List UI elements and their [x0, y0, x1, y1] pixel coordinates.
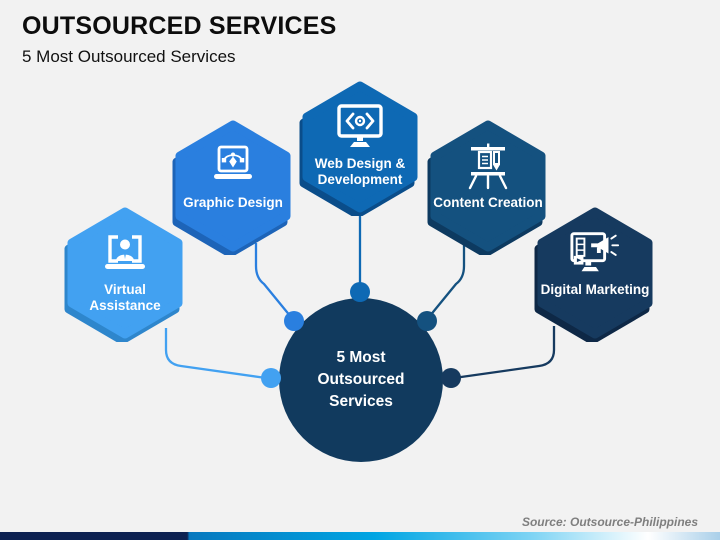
source-note: Source: Outsource-Philippines — [521, 515, 698, 529]
laptop-pen-tool-icon — [207, 142, 259, 190]
monitor-code-icon — [334, 103, 386, 151]
monitor-megaphone-icon — [569, 229, 621, 277]
hexagon-shape — [67, 207, 183, 339]
node-web-design-development: Web Design & Development — [297, 78, 423, 216]
easel-document-icon — [462, 142, 514, 190]
laptop-user-icon — [99, 229, 151, 277]
hexagon-shape — [537, 207, 653, 339]
node-virtual-assistance: Virtual Assistance — [62, 204, 188, 342]
dot-virtual-assistance — [261, 368, 281, 388]
node-label: Content Creation — [433, 195, 543, 210]
center-circle-shape — [279, 298, 443, 462]
node-label: Digital Marketing — [540, 282, 650, 297]
center-node: 5 Most Outsourced Services — [279, 298, 443, 462]
slide-subtitle: 5 Most Outsourced Services — [22, 47, 236, 66]
node-label: Graphic Design — [183, 195, 283, 210]
node-graphic-design: Graphic Design — [170, 117, 296, 255]
node-digital-marketing: Digital Marketing — [532, 204, 658, 342]
hexagon-shape — [175, 120, 291, 252]
node-label: Virtual Assistance — [89, 282, 161, 314]
dot-digital-marketing — [441, 368, 461, 388]
footer-gradient-bar — [0, 532, 720, 540]
center-node-label: 5 Most Outsourced Services — [317, 349, 405, 410]
node-label: Web Design & Development — [314, 156, 406, 188]
node-content-creation: Content Creation — [425, 117, 551, 255]
slide-title: OUTSOURCED SERVICES — [22, 12, 337, 40]
